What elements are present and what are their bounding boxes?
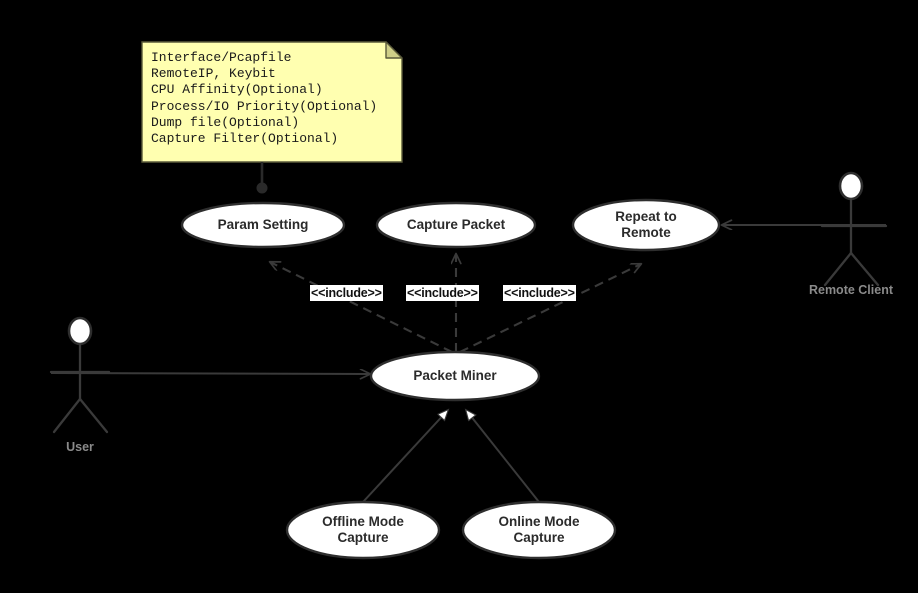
generalization-online-mode-capture <box>466 410 540 503</box>
use-case-capture-packet[interactable] <box>375 201 537 249</box>
include-arrow-repeat-to-remote <box>459 264 641 353</box>
include-stereotype-label-repeat-to-remote: <<include>> <box>503 285 576 301</box>
use-case-online-mode-capture[interactable] <box>461 500 617 560</box>
generalization-offline-mode-capture <box>362 410 448 503</box>
requirements-note-shape <box>141 41 403 163</box>
actor-remote-client-figure <box>820 171 888 287</box>
use-case-packet-miner[interactable] <box>369 350 541 402</box>
actor-user-figure <box>49 316 111 434</box>
include-stereotype-label-capture-packet: <<include>> <box>406 285 479 301</box>
use-case-repeat-to-remote[interactable] <box>571 198 721 252</box>
include-stereotype-label-param-setting: <<include>> <box>310 285 383 301</box>
actor-label-remote-client: Remote Client <box>808 283 894 297</box>
actor-label-user: User <box>66 440 94 454</box>
use-case-param-setting[interactable] <box>180 201 346 249</box>
use-case-offline-mode-capture[interactable] <box>285 500 441 560</box>
requirements-note-text: Interface/Pcapfile RemoteIP, Keybit CPU … <box>151 50 378 147</box>
association-user-packet-miner <box>50 373 370 374</box>
include-arrow-param-setting <box>270 262 453 353</box>
note-anchor-line <box>256 162 268 194</box>
